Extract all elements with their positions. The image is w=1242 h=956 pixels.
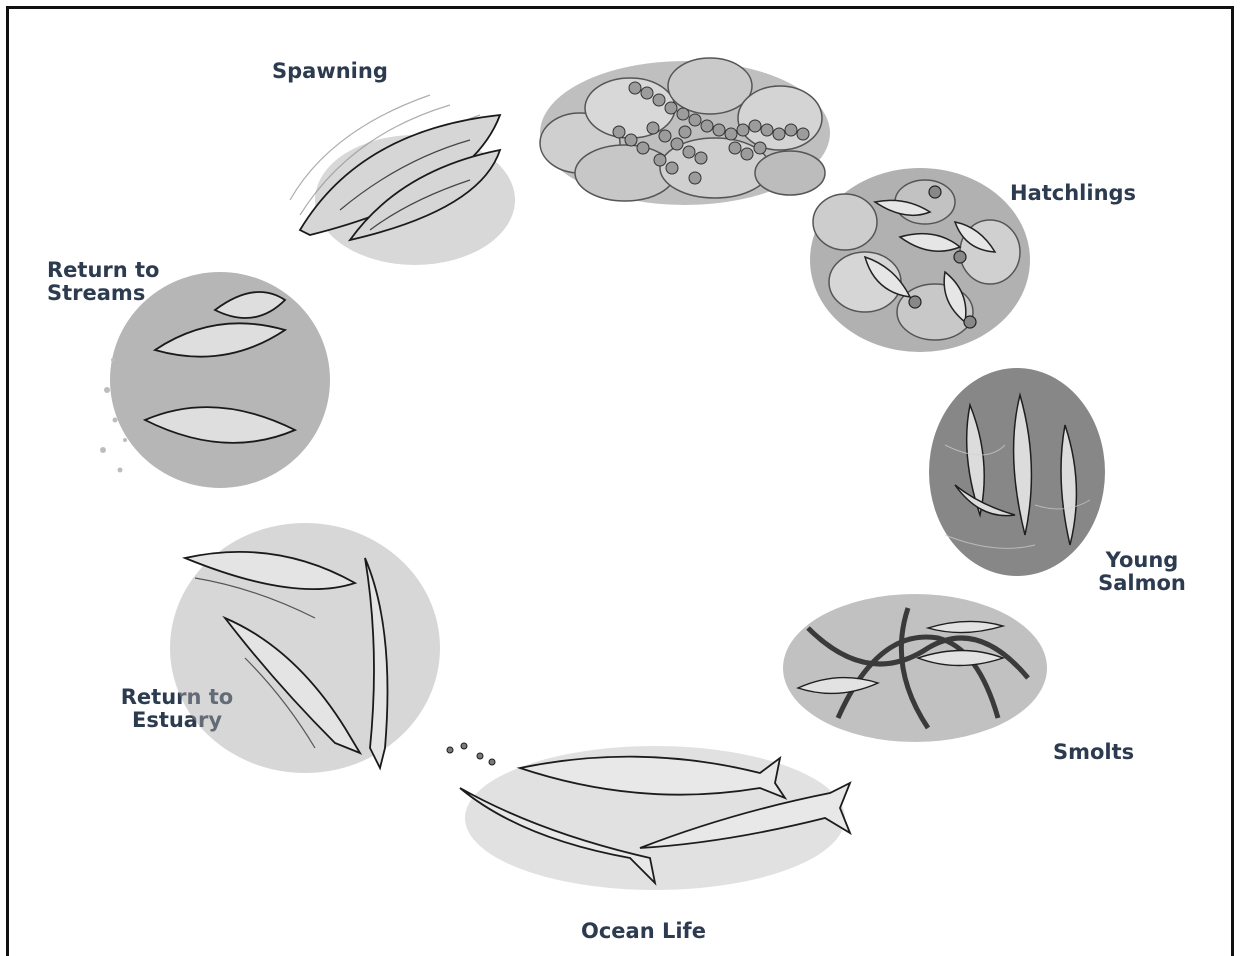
hatchlings-illustration (805, 162, 1035, 357)
label-spawning: Spawning (272, 60, 388, 83)
spawning-salmon-illustration (280, 90, 525, 275)
label-ocean-life: Ocean Life (581, 920, 706, 943)
stream-salmon-illustration (95, 270, 335, 500)
estuary-salmon-illustration (165, 518, 445, 778)
salmon-eggs-illustration (535, 48, 835, 213)
label-smolts: Smolts (1053, 741, 1134, 764)
ocean-salmon-illustration (440, 728, 855, 903)
young-salmon-illustration (925, 365, 1110, 580)
smolts-illustration (778, 588, 1053, 748)
